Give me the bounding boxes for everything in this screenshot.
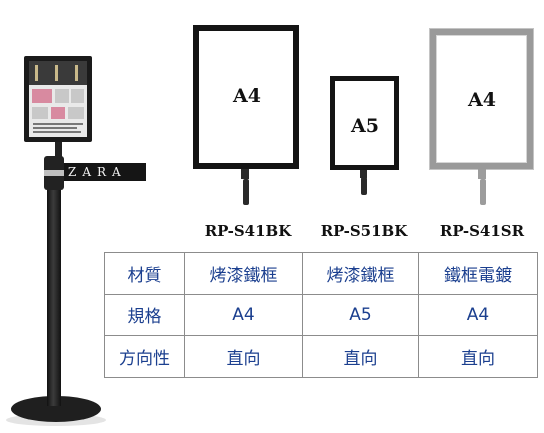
frame-stem — [360, 170, 367, 178]
table-cell: 烤漆鐵框 — [302, 252, 419, 295]
model-name: RP-S41SR — [439, 222, 525, 240]
poster-photo — [55, 89, 69, 103]
poster-image-post — [55, 65, 58, 81]
table-row: 規格 A4 A5 A4 — [104, 293, 538, 337]
table-cell: 直向 — [418, 335, 538, 378]
model-name: RP-S51BK — [320, 222, 408, 240]
frame-a4-black: A4 — [193, 25, 299, 169]
spec-table: 材質 烤漆鐵框 烤漆鐵框 鐵框電鍍 規格 A4 A5 A4 方向性 直向 直向 … — [104, 252, 538, 378]
table-cell: A4 — [418, 293, 538, 337]
poster-text-line — [33, 123, 83, 125]
poster-photo — [71, 89, 84, 103]
poster-photo — [32, 107, 48, 119]
frame-a4-silver: A4 — [430, 29, 533, 169]
poster-text-line — [33, 127, 77, 129]
row-label-orientation: 方向性 — [104, 335, 185, 378]
sign-holder-neck — [55, 142, 62, 158]
frame-a5-black: A5 — [330, 76, 399, 170]
frame-stem — [480, 179, 486, 205]
frame-stem — [241, 169, 249, 179]
poster-image-post — [75, 65, 78, 81]
stanchion-sign-poster — [29, 61, 87, 137]
frame-stem — [361, 177, 367, 195]
stanchion-chrome-ring — [44, 170, 64, 176]
stanchion-tape-brand: ZARA — [68, 165, 127, 179]
frame-stem — [478, 169, 486, 179]
table-row: 方向性 直向 直向 直向 — [104, 335, 538, 378]
poster-text-line — [33, 131, 81, 133]
poster-photo — [32, 89, 52, 103]
table-cell: 直向 — [184, 335, 303, 378]
frame-size-label: A5 — [351, 115, 379, 137]
stanchion-pole — [47, 188, 61, 406]
poster-photo — [68, 107, 84, 119]
table-row: 材質 烤漆鐵框 烤漆鐵框 鐵框電鍍 — [104, 252, 538, 295]
poster-photo — [51, 107, 65, 119]
stanchion-belt-tape — [64, 163, 146, 181]
row-label-spec: 規格 — [104, 293, 185, 337]
table-cell: 烤漆鐵框 — [184, 252, 303, 295]
table-cell: A5 — [302, 293, 419, 337]
row-label-material: 材質 — [104, 252, 185, 295]
model-name: RP-S41BK — [204, 222, 292, 240]
frame-size-label: A4 — [468, 89, 496, 111]
frame-stem — [243, 179, 249, 205]
poster-image-post — [35, 65, 38, 81]
table-cell: 直向 — [302, 335, 419, 378]
table-cell: A4 — [184, 293, 303, 337]
frame-size-label: A4 — [233, 85, 261, 107]
table-cell: 鐵框電鍍 — [418, 252, 538, 295]
